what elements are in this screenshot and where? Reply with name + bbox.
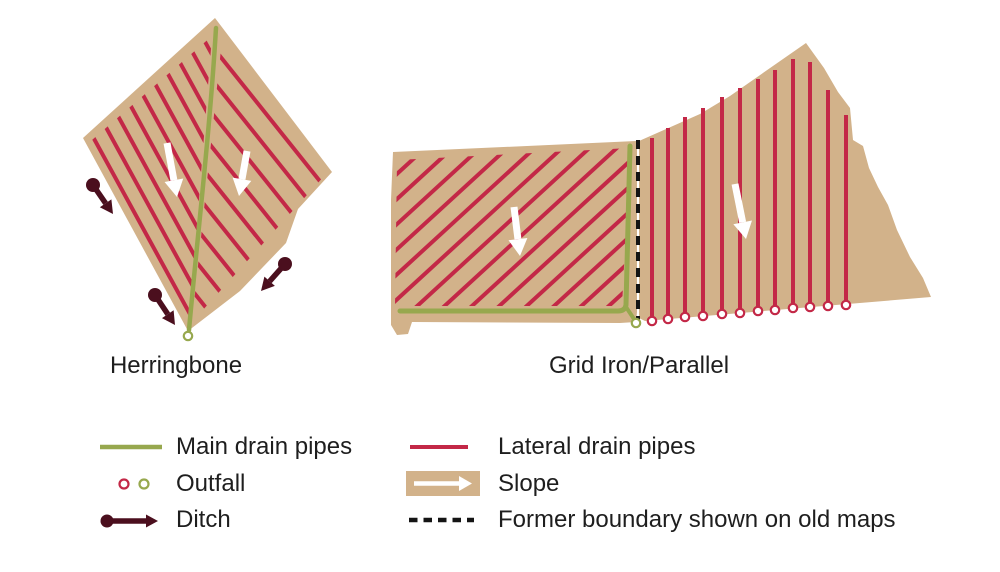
herringbone-title: Herringbone bbox=[109, 352, 243, 379]
main-drain-line-icon bbox=[98, 432, 174, 462]
herringbone-field bbox=[83, 18, 332, 331]
dashed-boundary-line-icon bbox=[406, 505, 482, 535]
parallel-laterals-with-outfalls bbox=[646, 59, 852, 327]
legend-label-former-boundary: Former boundary shown on old maps bbox=[498, 506, 896, 533]
outfall-circles-icon bbox=[98, 469, 174, 499]
legend-label-outfall: Outfall bbox=[176, 470, 246, 497]
legend-item-slope: Slope bbox=[406, 469, 559, 499]
ditch-arrows bbox=[86, 178, 292, 325]
lateral-drain-line-icon bbox=[406, 432, 482, 462]
slope-arrow-icon bbox=[406, 469, 482, 499]
legend-label-main-drain: Main drain pipes bbox=[176, 433, 353, 460]
main-outfalls bbox=[182, 317, 642, 342]
legend-label-lateral-drain: Lateral drain pipes bbox=[498, 433, 696, 460]
ditch-arrow-icon bbox=[98, 505, 174, 535]
legend-label-slope: Slope bbox=[498, 470, 560, 497]
legend-label-ditch: Ditch bbox=[176, 506, 231, 533]
legend-item-lateral-drain: Lateral drain pipes bbox=[406, 432, 695, 462]
gridiron-title: Grid Iron/Parallel bbox=[548, 352, 730, 379]
legend-item-outfall: Outfall bbox=[98, 469, 245, 499]
slope-arrows bbox=[163, 142, 752, 256]
legend-item-former-boundary: Former boundary shown on old maps bbox=[406, 505, 896, 535]
main-drain-pipes bbox=[186, 25, 636, 333]
legend-item-main-drain: Main drain pipes bbox=[98, 432, 352, 462]
gridiron-right-field bbox=[639, 43, 931, 321]
legend-item-ditch: Ditch bbox=[98, 505, 231, 535]
